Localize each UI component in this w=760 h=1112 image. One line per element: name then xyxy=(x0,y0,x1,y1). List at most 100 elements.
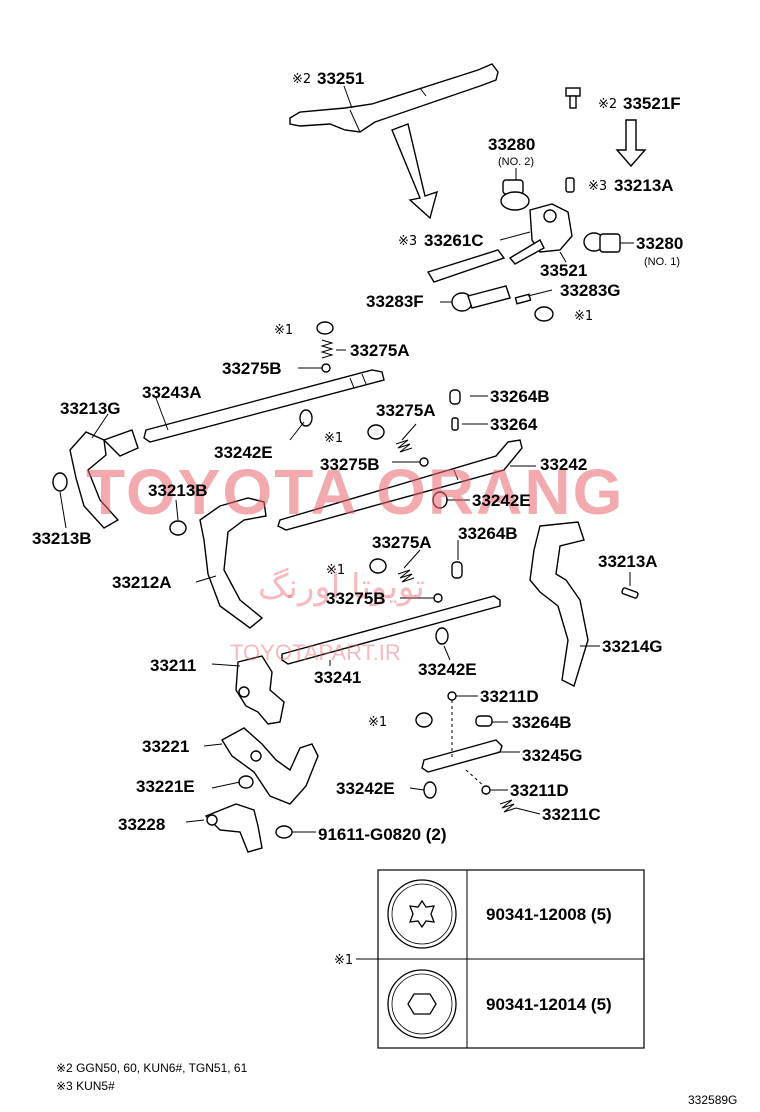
label-33283G: 33283G xyxy=(560,281,621,300)
ball-icon xyxy=(433,593,443,603)
part-33213G-drawing xyxy=(69,429,139,529)
part-33213A-pin-drawing xyxy=(565,177,575,193)
bolt-table xyxy=(356,869,645,1049)
label-no1: (NO. 1) xyxy=(644,256,680,268)
label-33221: 33221 xyxy=(142,737,189,756)
label-33264B-1: 33264B xyxy=(490,387,550,406)
label-bolt-90341-12008: 90341-12008 (5) xyxy=(486,905,612,924)
label-33521F: 33521F xyxy=(623,94,681,113)
label-33242: 33242 xyxy=(540,455,587,474)
label-33241: 33241 xyxy=(314,668,361,687)
part-33264-pin-drawing xyxy=(451,417,459,431)
bolt-icon xyxy=(534,306,554,322)
label-33280-no2: 33280 xyxy=(488,135,535,154)
part-33280-no1-drawing xyxy=(583,232,621,253)
label-33213B-1: 33213B xyxy=(148,481,208,500)
bolt-icon xyxy=(169,520,187,536)
label-33275A-2: 33275A xyxy=(376,401,436,420)
label-33213B-2: 33213B xyxy=(32,529,92,548)
torx-bolt-head-icon xyxy=(387,879,457,949)
label-33275A-3: 33275A xyxy=(372,533,432,552)
label-33261C: 33261C xyxy=(424,231,484,250)
label-33251: 33251 xyxy=(317,69,364,88)
ball-icon xyxy=(481,785,491,795)
label-33242E-3: 33242E xyxy=(418,660,477,679)
spring-icon xyxy=(320,339,334,359)
label-33242E-2: 33242E xyxy=(472,491,531,510)
label-bolt-90341-12014: 90341-12014 (5) xyxy=(486,995,612,1014)
label-33275B-2: 33275B xyxy=(320,455,380,474)
label-33264: 33264 xyxy=(490,415,538,434)
e-ring-icon xyxy=(423,781,437,799)
part-33261C-drawing xyxy=(426,249,506,283)
watermark-persian: تویوتا اورنگ xyxy=(258,567,425,607)
ref-mark-1: ※1 xyxy=(334,953,353,968)
bolt-icon xyxy=(367,424,385,440)
label-33242E-4: 33242E xyxy=(336,779,395,798)
bolt-icon xyxy=(415,712,433,728)
label-33275A-1: 33275A xyxy=(350,341,410,360)
label-33211C: 33211C xyxy=(542,805,601,824)
part-33264B-pin-drawing xyxy=(449,389,461,405)
footnote-3: ※3 KUN5# xyxy=(56,1079,115,1093)
footnote-2: ※2 GGN50, 60, KUN6#, TGN51, 61 xyxy=(56,1061,248,1075)
label-33242E-1: 33242E xyxy=(214,443,273,462)
part-33221-drawing xyxy=(221,727,319,805)
leader-lines xyxy=(59,85,634,833)
part-33245G-drawing xyxy=(421,739,503,773)
label-33243A: 33243A xyxy=(142,383,202,402)
label-33213A-top: 33213A xyxy=(614,176,674,195)
ref-mark-3: ※3 xyxy=(588,179,607,194)
label-33211D-1: 33211D xyxy=(480,687,539,706)
e-ring-icon xyxy=(238,775,254,789)
bolt-icon xyxy=(316,321,334,335)
ref-mark-1: ※1 xyxy=(274,323,293,338)
part-33228-drawing xyxy=(204,803,263,853)
part-33521F-drawing xyxy=(565,87,581,109)
label-33275B-1: 33275B xyxy=(222,359,282,378)
ref-mark-2: ※2 xyxy=(598,97,617,112)
part-33264B-pin-drawing xyxy=(451,561,463,579)
watermark-site: TOYOTAPART.IR xyxy=(230,640,401,665)
spring-icon xyxy=(397,569,415,583)
part-33212A-drawing xyxy=(199,497,267,629)
part-33283G-drawing xyxy=(514,293,532,305)
figure-code: 332589G xyxy=(688,1093,737,1107)
label-33280-no1: 33280 xyxy=(636,234,683,253)
label-33228: 33228 xyxy=(118,815,165,834)
label-33211D-2: 33211D xyxy=(510,781,569,800)
label-33245G: 33245G xyxy=(522,746,583,765)
label-33212A: 33212A xyxy=(112,573,172,592)
hex-bolt-head-icon xyxy=(387,969,457,1039)
part-33280-no2-drawing xyxy=(500,179,530,211)
label-33221E: 33221E xyxy=(136,777,195,796)
ball-icon xyxy=(321,363,331,373)
ball-icon xyxy=(447,691,457,701)
label-91611: 91611-G0820 (2) xyxy=(318,825,447,844)
ref-mark-1: ※1 xyxy=(324,431,343,446)
arrow-down-icon xyxy=(615,119,647,168)
label-33264B-3: 33264B xyxy=(512,713,572,732)
part-33251-drawing xyxy=(289,63,499,133)
ref-mark-2: ※2 xyxy=(292,72,311,87)
part-33213A-pin-drawing xyxy=(621,587,639,599)
label-33211: 33211 xyxy=(150,656,196,675)
ref-mark-3: ※3 xyxy=(398,234,417,249)
part-33241-drawing xyxy=(281,595,501,665)
arrow-down-icon xyxy=(391,123,439,220)
e-ring-icon xyxy=(299,409,313,427)
part-33211-drawing xyxy=(235,655,285,725)
e-ring-icon xyxy=(435,627,449,645)
label-33213A-mid: 33213A xyxy=(598,552,658,571)
label-33213G: 33213G xyxy=(60,399,121,418)
label-33283F: 33283F xyxy=(366,292,424,311)
bolt-icon xyxy=(275,825,293,839)
part-33243A-drawing xyxy=(143,369,385,443)
part-33264B-pin-drawing xyxy=(475,715,493,727)
label-no2: (NO. 2) xyxy=(498,156,534,168)
part-33283F-drawing xyxy=(451,285,511,312)
watermark-main: TOYOTA ORANG xyxy=(86,456,624,528)
ref-mark-1: ※1 xyxy=(574,309,593,324)
spring-icon xyxy=(499,799,517,813)
